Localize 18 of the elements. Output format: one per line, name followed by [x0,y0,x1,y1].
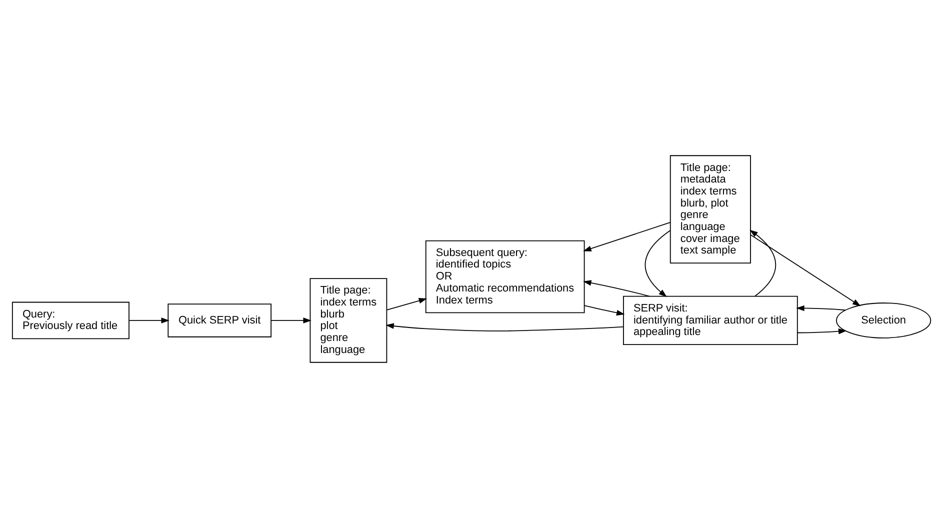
arrow [386,298,428,310]
arrow [644,230,671,297]
node-box: Quick SERP visit [168,303,272,337]
node-box: Query: Previously read title [12,301,130,339]
arrow [584,304,625,316]
arrow [128,317,170,323]
arrow [796,304,846,311]
arrow [583,221,671,251]
arrow [750,234,861,306]
node-box: Subsequent query: identified topics OR Automatic recommendations Index terms [425,240,585,313]
arrow [386,322,624,331]
node-box: Title page: index terms blurb plot genre language [310,278,388,362]
arrow [750,229,776,296]
arrow [797,328,847,334]
node-box: Title page: metadata index terms blurb, plot genre language cover image text sample [670,154,751,264]
arrow [583,280,650,296]
arrow [270,317,312,323]
node-box: SERP visit: identifying familiar author or title appealing title [623,295,798,345]
